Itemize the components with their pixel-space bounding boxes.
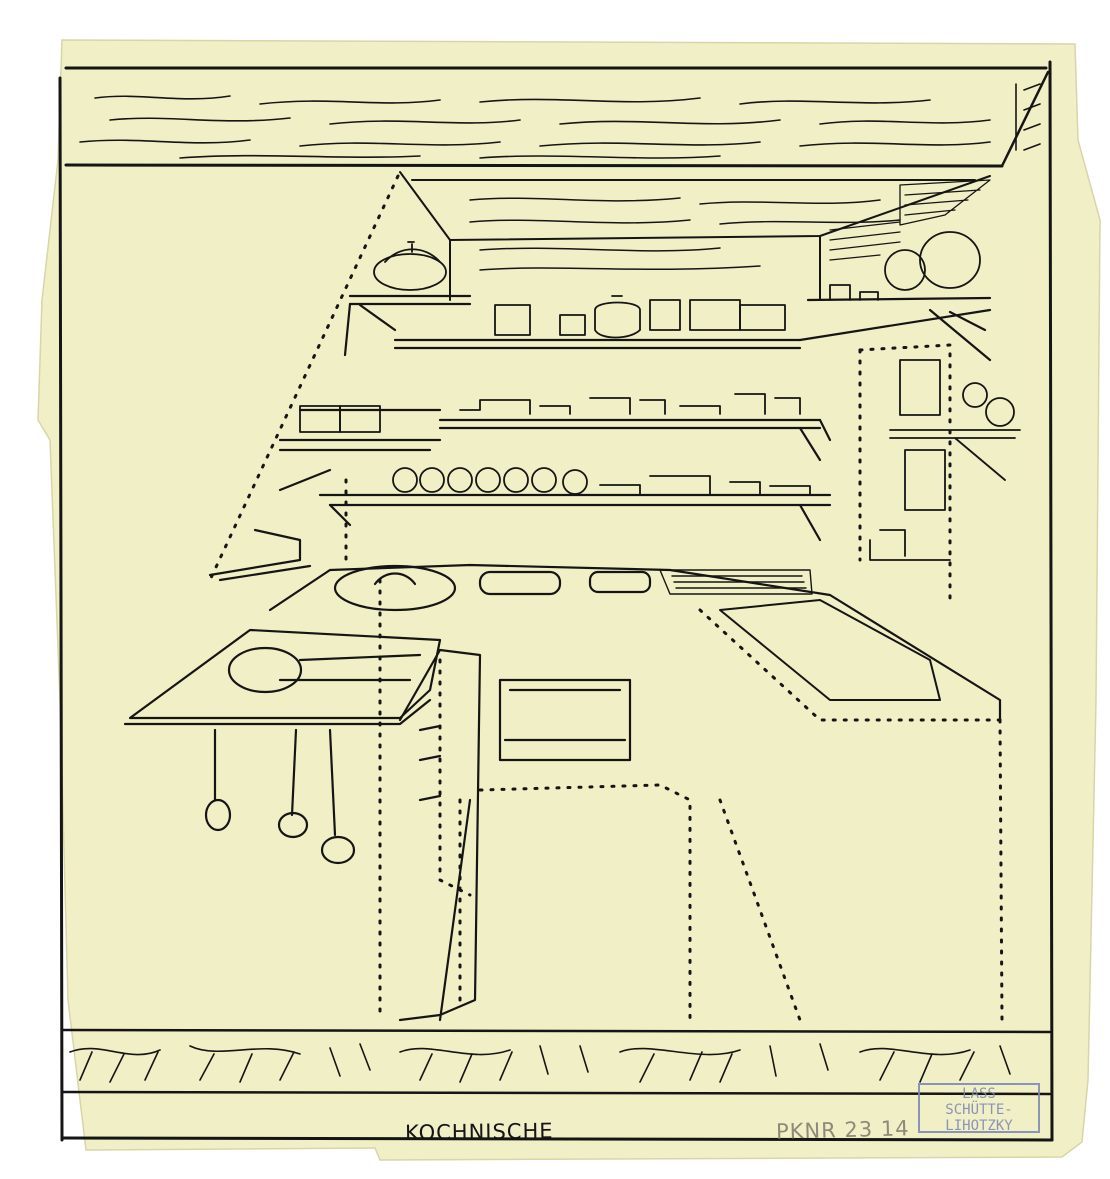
dishes bbox=[299, 231, 1021, 561]
niche-ceiling bbox=[399, 171, 991, 301]
stamp-line-1: LASS bbox=[962, 1086, 996, 1102]
shelves bbox=[208, 294, 992, 582]
drawing-caption: KOCHNISCHE bbox=[404, 1118, 554, 1146]
niche-outline-dotted bbox=[208, 174, 1004, 1022]
stamp-line-2: SCHÜTTE- bbox=[945, 1102, 1013, 1118]
archive-stamp: LASS SCHÜTTE- LIHOTZKY bbox=[918, 1083, 1040, 1134]
paper bbox=[37, 39, 1101, 1161]
ceiling bbox=[79, 70, 1050, 168]
archive-number: PKNR 23 14 bbox=[775, 1116, 910, 1144]
frame bbox=[58, 60, 1054, 1142]
counter bbox=[123, 563, 1002, 1022]
stamp-line-3: LIHOTZKY bbox=[945, 1118, 1013, 1134]
floor bbox=[60, 1028, 1052, 1096]
